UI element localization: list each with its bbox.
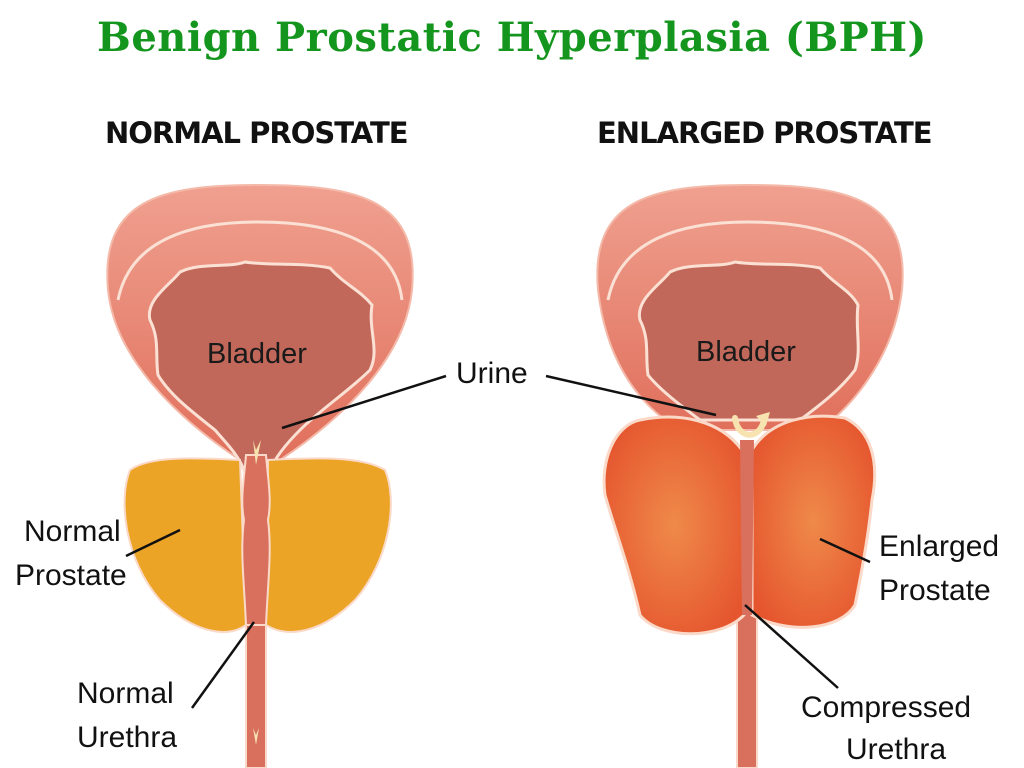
- enlarged-prostate-heading: ENLARGED PROSTATE: [597, 116, 933, 150]
- compressed-urethra: [736, 599, 758, 768]
- enlarged-bladder-cavity: [637, 260, 860, 422]
- normal-bladder-label: Bladder: [207, 338, 307, 370]
- urine-flow-arrow-icon: [253, 728, 259, 745]
- urine-flow-arrow-icon: [253, 440, 261, 465]
- compressed-urethra-label-line2: Urethra: [846, 733, 947, 766]
- page-title: Benign Prostatic Hyperplasia (BPH): [97, 14, 927, 61]
- enlarged-anatomy: [596, 183, 904, 768]
- enlarged-bladder-label: Bladder: [696, 336, 796, 368]
- normal-prostate-left-lobe: [123, 457, 248, 633]
- urine-blocked-arrow-icon: [732, 415, 767, 438]
- enlarged-prostate-label-line1: Enlarged: [879, 530, 1000, 563]
- normal-prostate-label-line2: Prostate: [15, 559, 127, 592]
- enlarged-prostate-label-line2: Prostate: [879, 574, 991, 607]
- normal-urethra-label-line2: Urethra: [77, 721, 178, 754]
- normal-bladder-cavity: [147, 260, 376, 472]
- normal-urethra-label-line1: Normal: [77, 677, 174, 710]
- urine-label: Urine: [456, 357, 528, 390]
- enlarged-prostate-left-lobe: [602, 415, 746, 636]
- normal-prostate-heading: NORMAL PROSTATE: [105, 116, 409, 150]
- leader-lines: [125, 374, 871, 709]
- normal-prostate-label-line1: Normal: [24, 515, 121, 548]
- compressed-urethra-label-line1: Compressed: [801, 691, 972, 724]
- normal-anatomy: [106, 183, 414, 768]
- enlarged-prostate-right-lobe: [750, 414, 877, 629]
- normal-prostate-right-lobe: [264, 457, 392, 633]
